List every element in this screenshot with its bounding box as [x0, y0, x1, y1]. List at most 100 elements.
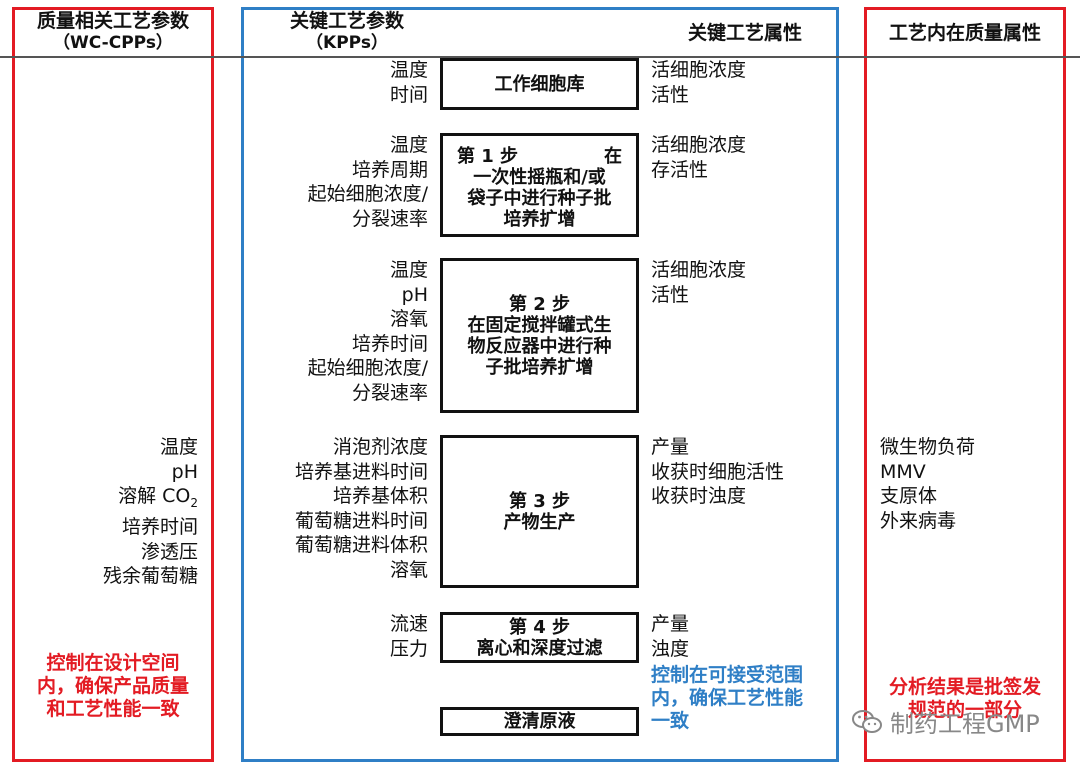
step3-params: 消泡剂浓度 培养基进料时间 培养基体积 葡萄糖进料时间 葡萄糖进料体积 溶氧 — [262, 435, 428, 582]
param: 消泡剂浓度 — [332, 436, 428, 458]
note-line: 和工艺性能一致 — [46, 698, 180, 720]
step5-box: 澄清原液 — [440, 707, 639, 736]
co2-text: 溶解 CO — [118, 485, 191, 507]
kpps-title: 关键工艺参数 — [289, 10, 404, 32]
param: 温度 — [389, 59, 428, 81]
param: 分裂速率 — [351, 381, 428, 404]
box-text: 物反应器中进行种 — [467, 335, 612, 357]
step2-box: 第 2 步 在固定搅拌罐式生 物反应器中进行种 子批培养扩增 — [440, 258, 639, 413]
param: 葡萄糖进料时间 — [294, 509, 428, 532]
box-text: 第 2 步 — [508, 293, 571, 315]
step4-params: 流速 压力 — [262, 612, 428, 661]
box-text: 产物生产 — [503, 511, 576, 533]
attr: 活细胞浓度 — [651, 259, 747, 281]
kpa-header: 关键工艺属性 — [660, 22, 830, 44]
cqa-title: 工艺内在质量属性 — [888, 22, 1041, 44]
step1-params: 温度 培养周期 起始细胞浓度/ 分裂速率 — [262, 133, 428, 231]
param: 时间 — [389, 83, 428, 106]
wc-cpp-item: 培养时间 — [121, 516, 198, 539]
attr: 存活性 — [651, 158, 709, 181]
cqa-item: MMV — [880, 460, 926, 483]
wc-cpps-subtitle: （WC-CPPs） — [53, 33, 173, 53]
wechat-icon — [852, 709, 882, 733]
param: 起始细胞浓度/ — [307, 357, 428, 379]
step0-attrs: 活细胞浓度 活性 — [651, 58, 831, 107]
box-text: 在 — [604, 146, 622, 167]
param: 起始细胞浓度/ — [307, 183, 428, 205]
watermark: 制药工程GMP — [850, 704, 1040, 739]
box-text: 澄清原液 — [503, 711, 576, 732]
step0-box: 工作细胞库 — [440, 58, 639, 110]
param: 葡萄糖进料体积 — [294, 534, 428, 556]
step1-box: 第 1 步 在 一次性摇瓶和/或 袋子中进行种子批 培养扩增 — [440, 133, 639, 237]
param: 溶氧 — [389, 558, 428, 581]
attr: 收获时细胞活性 — [651, 460, 785, 483]
cqa-header: 工艺内在质量属性 — [864, 22, 1066, 44]
note-line: 内，确保工艺性能 — [651, 687, 804, 709]
param: 培养时间 — [351, 332, 428, 355]
watermark-text: 制药工程GMP — [890, 710, 1040, 738]
kpps-subtitle: （KPPs） — [306, 33, 388, 53]
blue-note: 控制在可接受范围 内，确保工艺性能 一致 — [651, 664, 831, 733]
attr: 活性 — [651, 283, 690, 306]
step0-params: 温度 时间 — [262, 58, 428, 107]
attr: 活细胞浓度 — [651, 59, 747, 81]
note-line: 控制在可接受范围 — [651, 664, 804, 686]
param: 温度 — [389, 134, 428, 156]
kpa-title: 关键工艺属性 — [687, 22, 802, 44]
step1-title-row: 第 1 步 在 — [457, 146, 622, 167]
note-line: 一致 — [651, 710, 690, 732]
attr: 产量 — [651, 436, 690, 458]
box-text: 袋子中进行种子批 — [467, 188, 612, 209]
wc-cpp-item: 溶解 CO2 — [20, 484, 198, 515]
wc-cpp-item: 温度 — [159, 436, 198, 458]
box-text: 第 4 步 — [508, 616, 571, 638]
param: 流速 — [389, 613, 428, 635]
param: 压力 — [389, 637, 428, 660]
note-line: 内，确保产品质量 — [36, 675, 189, 697]
step1-attrs: 活细胞浓度 存活性 — [651, 133, 831, 182]
box-text: 工作细胞库 — [494, 73, 585, 95]
wc-cpp-item: pH — [171, 460, 198, 483]
step4-attrs: 产量 浊度 — [651, 612, 831, 661]
step2-params: 温度 pH 溶氧 培养时间 起始细胞浓度/ 分裂速率 — [262, 258, 428, 405]
co2-subscript: 2 — [190, 495, 198, 510]
wc-cpp-item: 渗透压 — [140, 540, 198, 563]
attr: 产量 — [651, 613, 690, 635]
left-note: 控制在设计空间 内，确保产品质量 和工艺性能一致 — [14, 652, 212, 721]
box-text: 在固定搅拌罐式生 — [467, 314, 612, 336]
cqa-items: 微生物负荷 MMV 支原体 外来病毒 — [880, 435, 1050, 533]
wc-cpps-title: 质量相关工艺参数 — [36, 10, 189, 32]
attr: 活性 — [651, 83, 690, 106]
step3-attrs: 产量 收获时细胞活性 收获时浊度 — [651, 435, 831, 509]
wc-cpps-params: 温度 pH 溶解 CO2 培养时间 渗透压 残余葡萄糖 — [20, 435, 198, 589]
wc-cpps-panel — [12, 7, 214, 762]
kpps-panel — [241, 7, 839, 762]
param: 温度 — [389, 259, 428, 281]
wc-cpps-header: 质量相关工艺参数 （WC-CPPs） — [12, 10, 214, 54]
note-line: 分析结果是批签发 — [888, 676, 1041, 698]
step2-attrs: 活细胞浓度 活性 — [651, 258, 831, 307]
cqa-item: 微生物负荷 — [880, 436, 976, 458]
note-line: 控制在设计空间 — [46, 652, 180, 674]
attr: 活细胞浓度 — [651, 134, 747, 156]
header-divider — [0, 56, 1080, 58]
box-text: 一次性摇瓶和/或 — [473, 167, 606, 188]
param: 溶氧 — [389, 308, 428, 330]
right-note: 分析结果是批签发 规范的一部分 — [866, 676, 1064, 722]
attr: 收获时浊度 — [651, 485, 747, 507]
param: 培养周期 — [351, 158, 428, 181]
param: pH — [401, 283, 428, 306]
param: 培养基进料时间 — [294, 460, 428, 483]
cqa-panel — [864, 7, 1066, 762]
param: 培养基体积 — [332, 485, 428, 507]
kpps-header: 关键工艺参数 （KPPs） — [262, 10, 432, 54]
cqa-item: 外来病毒 — [880, 509, 957, 532]
cqa-item: 支原体 — [880, 485, 938, 507]
step3-box: 第 3 步 产物生产 — [440, 435, 639, 588]
param: 分裂速率 — [351, 207, 428, 230]
step4-box: 第 4 步 离心和深度过滤 — [440, 612, 639, 663]
wc-cpp-item: 残余葡萄糖 — [102, 565, 198, 588]
box-text: 离心和深度过滤 — [476, 637, 603, 659]
box-text: 第 1 步 — [457, 146, 519, 167]
